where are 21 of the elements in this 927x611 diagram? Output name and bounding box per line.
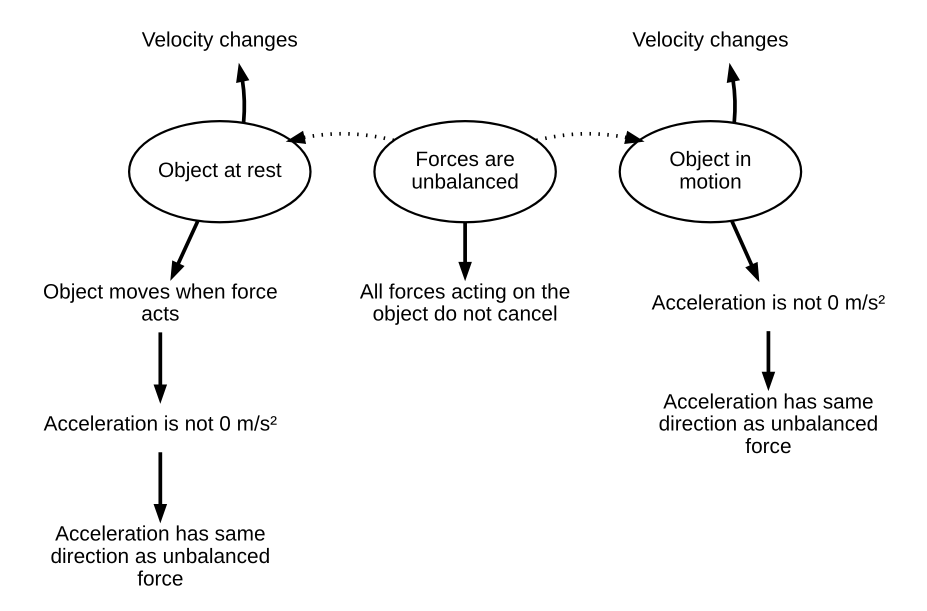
arrow	[153, 332, 167, 404]
node-text: Acceleration has same direction as unbalanced force	[50, 522, 270, 590]
node-text: All forces acting on the object do not cancel	[359, 280, 570, 326]
arrow	[458, 222, 472, 282]
arrow	[170, 220, 199, 281]
arrow	[153, 452, 167, 524]
arrow	[761, 331, 775, 392]
node-text: Acceleration is not 0 m/s²	[651, 292, 885, 315]
arrow	[726, 62, 740, 123]
node-text: Acceleration has same direction as unbalanced force	[658, 390, 878, 458]
node-ellipse: Forces are unbalanced	[372, 120, 556, 224]
arrow	[285, 130, 394, 144]
arrow	[730, 220, 759, 282]
arrow	[536, 130, 644, 144]
node-text: Velocity changes	[141, 28, 298, 52]
node-text: Acceleration is not 0 m/s²	[43, 412, 277, 436]
node-ellipse: Object at rest	[127, 120, 312, 224]
node-text: Object moves when force acts	[42, 280, 278, 326]
node-ellipse: Object in motion	[618, 120, 802, 224]
arrow	[236, 62, 249, 123]
node-text: Velocity changes	[632, 28, 788, 52]
